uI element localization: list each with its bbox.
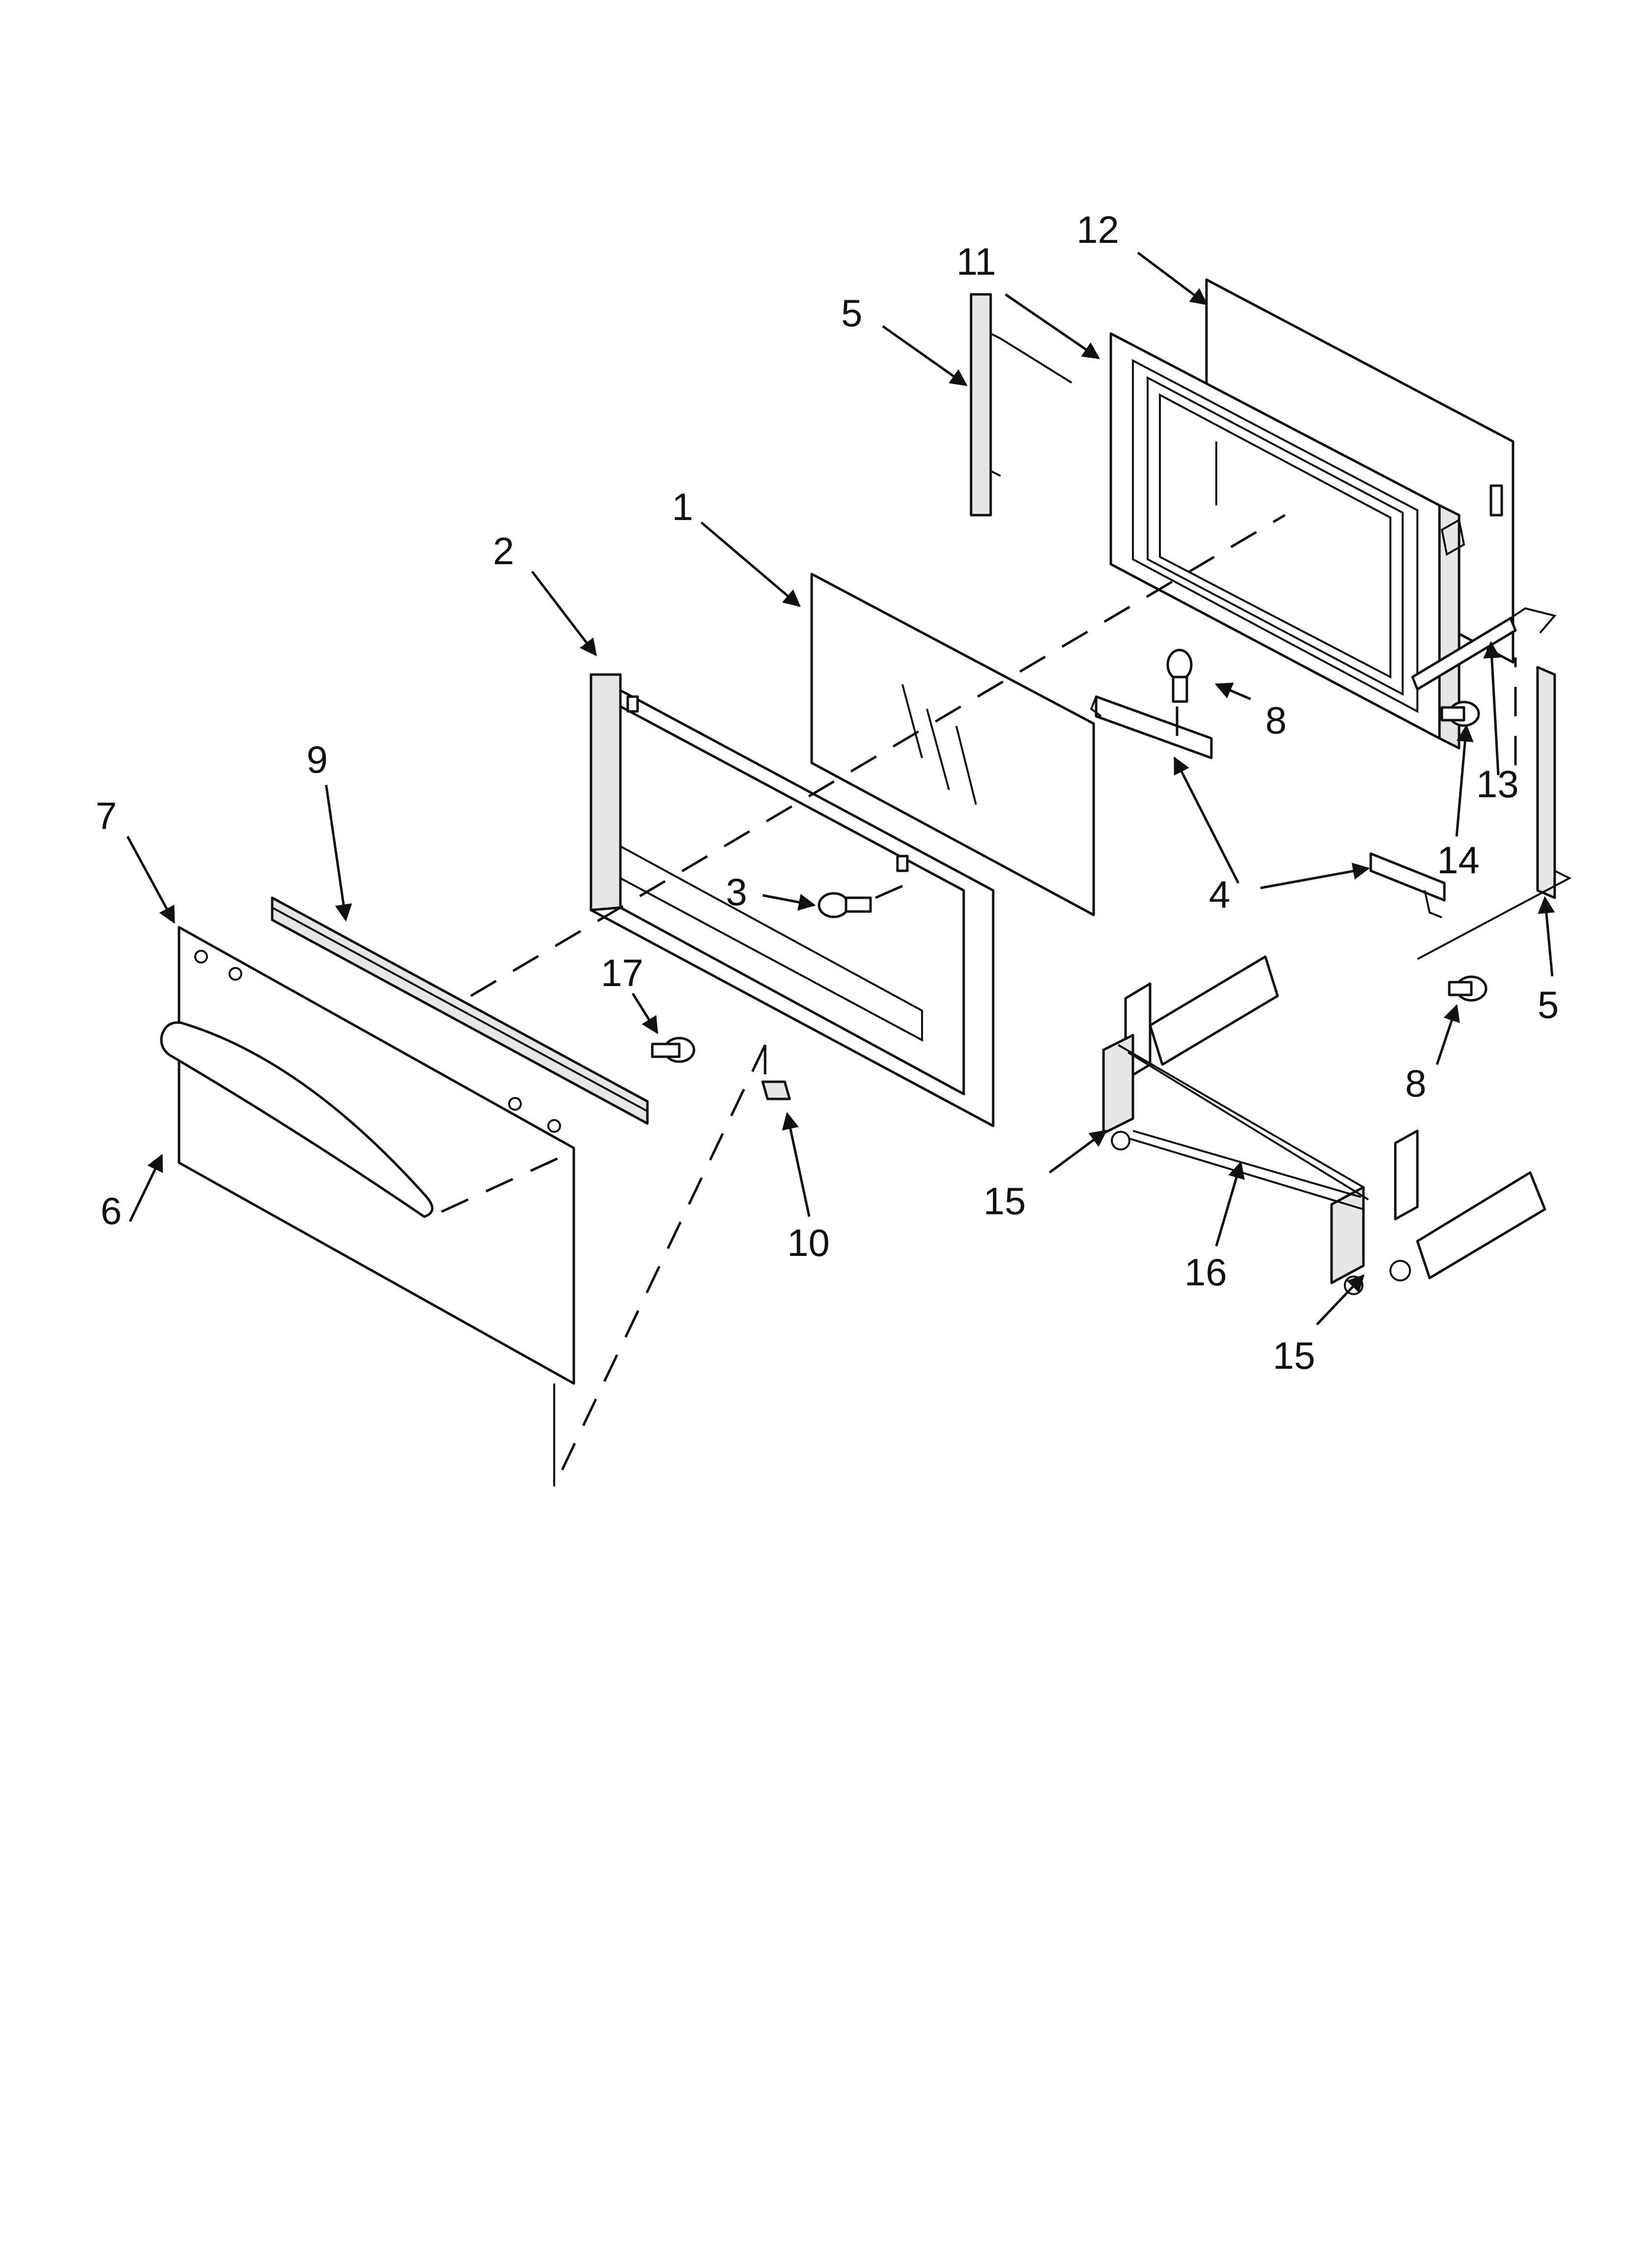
hinge-cables bbox=[1117, 1044, 1369, 1210]
door-bracket-upper bbox=[1090, 695, 1213, 759]
screw-8-upper bbox=[1166, 649, 1193, 703]
hinge-assembly-right bbox=[1330, 1129, 1546, 1295]
callout-1: 1 bbox=[672, 485, 693, 528]
callout-15-right: 15 bbox=[1273, 1334, 1315, 1377]
door-handle bbox=[160, 1021, 434, 1218]
callout-9: 9 bbox=[307, 738, 328, 781]
door-clip bbox=[761, 1080, 791, 1100]
callout-14: 14 bbox=[1437, 838, 1480, 882]
door-bracket-lower bbox=[1369, 852, 1446, 918]
hinge-bracket bbox=[1411, 607, 1557, 691]
callout-8-lower: 8 bbox=[1405, 1062, 1426, 1105]
callout-12: 12 bbox=[1077, 208, 1119, 251]
screw-8-lower bbox=[1448, 975, 1488, 1002]
vent-trim-strip bbox=[271, 896, 649, 1125]
callout-2: 2 bbox=[493, 529, 514, 573]
door-glass bbox=[810, 573, 1095, 916]
leader-arrows bbox=[126, 252, 1555, 1326]
callout-15-left: 15 bbox=[983, 1179, 1026, 1223]
screw-3 bbox=[818, 892, 872, 918]
callout-7: 7 bbox=[96, 794, 117, 837]
callout-17: 17 bbox=[601, 951, 643, 994]
callout-11: 11 bbox=[956, 240, 996, 283]
callout-4: 4 bbox=[1209, 873, 1230, 916]
callout-16: 16 bbox=[1184, 1251, 1227, 1294]
callout-6: 6 bbox=[101, 1189, 122, 1232]
door-side-strip-left bbox=[970, 293, 1073, 517]
callout-5-lower: 5 bbox=[1538, 983, 1559, 1026]
screw-14 bbox=[1440, 701, 1480, 727]
callouts: 1 2 3 4 5 5 6 7 8 8 9 10 11 12 13 14 15 … bbox=[96, 208, 1559, 1377]
alignment-lines bbox=[440, 514, 1572, 1487]
callout-10: 10 bbox=[787, 1221, 830, 1264]
hinge-assembly-left bbox=[1102, 955, 1279, 1150]
callout-8-upper: 8 bbox=[1265, 699, 1286, 742]
inner-door-liner bbox=[1109, 332, 1465, 750]
screw-17 bbox=[651, 1037, 695, 1063]
callout-5-upper: 5 bbox=[841, 291, 862, 335]
callout-13: 13 bbox=[1476, 762, 1519, 806]
callout-3: 3 bbox=[726, 870, 747, 913]
door-side-strip-right bbox=[1536, 666, 1556, 899]
